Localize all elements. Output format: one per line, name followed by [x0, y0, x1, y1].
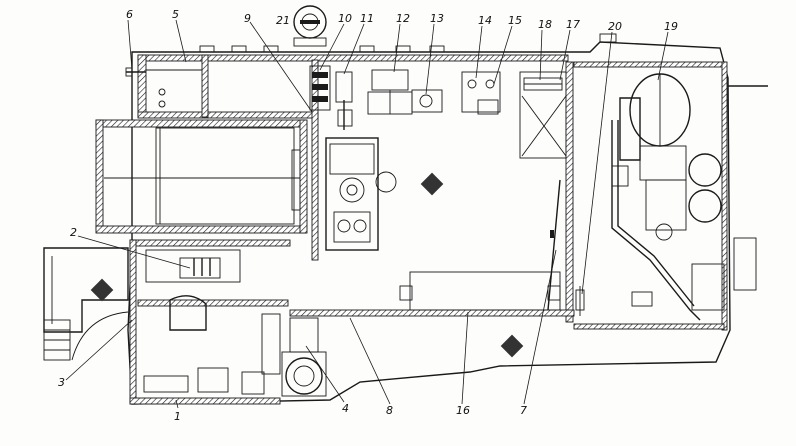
callout-21: 21: [276, 14, 290, 27]
top-bolts: [199, 33, 617, 53]
partition-top: [207, 111, 319, 119]
central-console: [325, 137, 397, 251]
callout-5: 5: [172, 8, 179, 21]
callout-1: 1: [174, 410, 181, 423]
callout-19: 19: [664, 20, 678, 33]
front-box-5: [125, 54, 209, 119]
callout-3: 3: [58, 376, 65, 389]
seat-4: [281, 317, 327, 397]
callout-9: 9: [244, 12, 251, 25]
callout-7: 7: [520, 404, 527, 417]
unit-11: [335, 71, 353, 130]
callout-2: 2: [70, 226, 77, 239]
callout-12: 12: [396, 12, 410, 25]
engine-bottom-wall: [573, 323, 725, 330]
periscope-21: [293, 5, 327, 47]
callout-17: 17: [566, 18, 580, 31]
ammo-rack: [95, 119, 308, 234]
unit-12-13: [367, 69, 443, 115]
radio-stack-10: [309, 65, 331, 111]
callout-14: 14: [478, 14, 492, 27]
callout-18: 18: [538, 18, 552, 31]
driver-compartment: [129, 239, 291, 405]
callout-4: 4: [342, 402, 349, 415]
shaft-20: [575, 286, 585, 316]
box-16: [399, 179, 561, 311]
callout-15: 15: [508, 14, 522, 27]
partition-mid: [311, 59, 319, 261]
callout-13: 13: [430, 12, 444, 25]
rack-17-18: [519, 61, 574, 323]
rear-wall: [721, 61, 728, 331]
callout-10: 10: [338, 12, 352, 25]
callout-20: 20: [608, 20, 622, 33]
callout-16: 16: [456, 404, 470, 417]
unit-14-15: [461, 71, 501, 115]
callout-labels: 6 5 9 21 10 11 12 13 14 15 18 17 20 19 2…: [58, 8, 678, 423]
leader-lines: [65, 19, 669, 409]
callout-6: 6: [126, 8, 133, 21]
callout-8: 8: [386, 404, 393, 417]
driver-wall: [137, 299, 289, 307]
floor-wall: [289, 309, 575, 317]
engine-top-wall: [573, 61, 725, 68]
front-hatch: [43, 247, 129, 361]
callout-11: 11: [360, 12, 374, 25]
rear-box: [733, 237, 757, 291]
engine-19: [611, 73, 725, 321]
